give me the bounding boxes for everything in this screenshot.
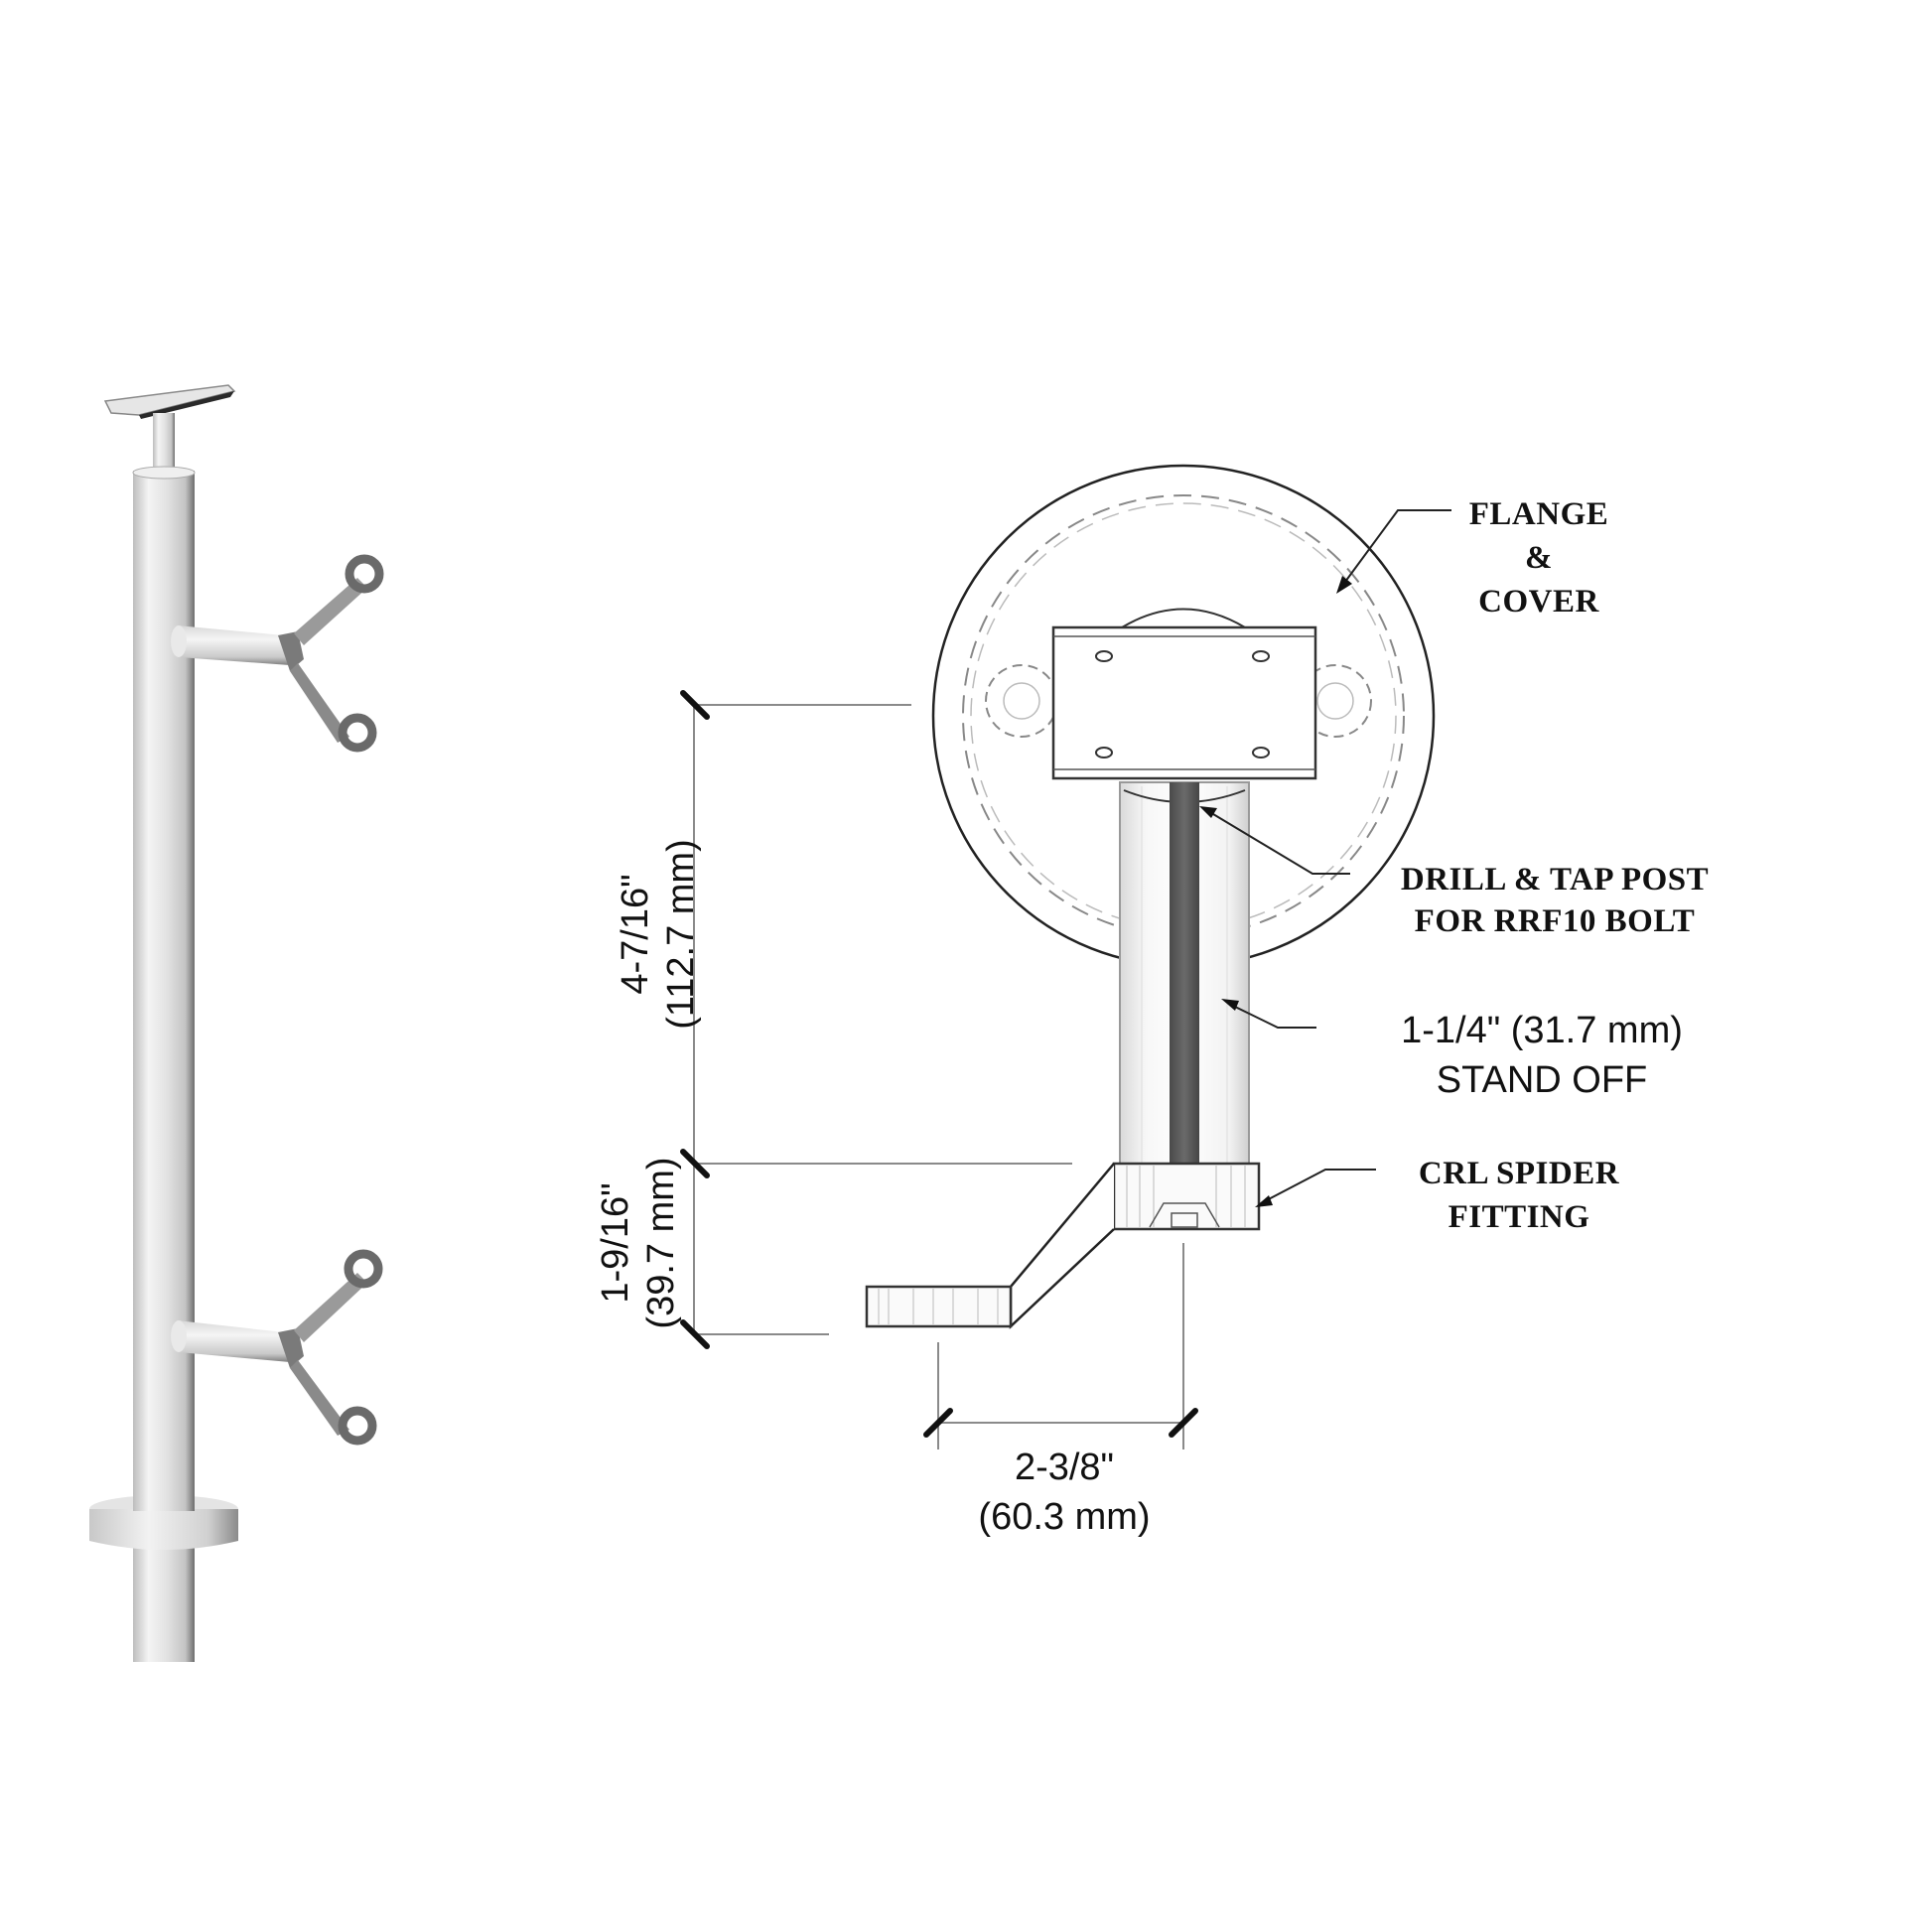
bolt-boss-left [985,664,1058,738]
dim-horizontal-imperial: 2-3/8" [1015,1447,1114,1488]
dim-upper-imperial: 4-7/16" [615,874,656,994]
rrf10-bolt [1170,782,1199,1175]
dim-horizontal-metric: (60.3 mm) [978,1496,1150,1538]
spider-label-line2: FITTING [1449,1199,1590,1235]
dim-lower-metric: (39.7 mm) [640,1157,682,1328]
standoff-label-line1: 1-1/4" (31.7 mm) [1401,1010,1683,1051]
base-flange [89,1489,238,1550]
callout-drill-tap: DRILL & TAP POST FOR RRF10 BOLT [1199,806,1709,939]
spider-hub [1112,1162,1261,1231]
spider-label-line1: CRL SPIDER [1419,1156,1620,1191]
dimension-vertical [680,690,1072,1349]
dim-lower-imperial: 1-9/16" [595,1182,636,1303]
detail-drawing: 4-7/16" (112.7 mm) 1-9/16" (39.7 mm) 2-3… [595,464,1709,1538]
flange-label-line2: & [1525,540,1553,576]
standoff-label-line2: STAND OFF [1437,1059,1648,1101]
mounting-plate [1051,625,1317,780]
callout-spider: CRL SPIDER FITTING [1255,1156,1620,1235]
spider-fitting-lower [171,1249,383,1446]
post [133,471,195,1662]
callout-standoff: 1-1/4" (31.7 mm) STAND OFF [1221,999,1683,1101]
flange-label-line1: FLANGE [1469,496,1609,532]
saddle-top [103,384,236,475]
dim-horizontal-label: 2-3/8" (60.3 mm) [978,1447,1150,1538]
dim-upper-metric: (112.7 mm) [660,839,702,1029]
flange-label-line3: COVER [1478,584,1599,620]
spider-arm [865,1163,1115,1329]
dim-upper-label: 4-7/16" (112.7 mm) [615,839,702,1029]
dimension-horizontal [923,1243,1198,1449]
product-render [89,384,384,1662]
callout-flange-cover: FLANGE & COVER [1336,496,1608,620]
drill-tap-label-line1: DRILL & TAP POST [1401,862,1709,897]
dim-lower-label: 1-9/16" (39.7 mm) [595,1157,682,1328]
drill-tap-label-line2: FOR RRF10 BOLT [1415,903,1696,939]
spider-fitting-upper [171,554,384,753]
